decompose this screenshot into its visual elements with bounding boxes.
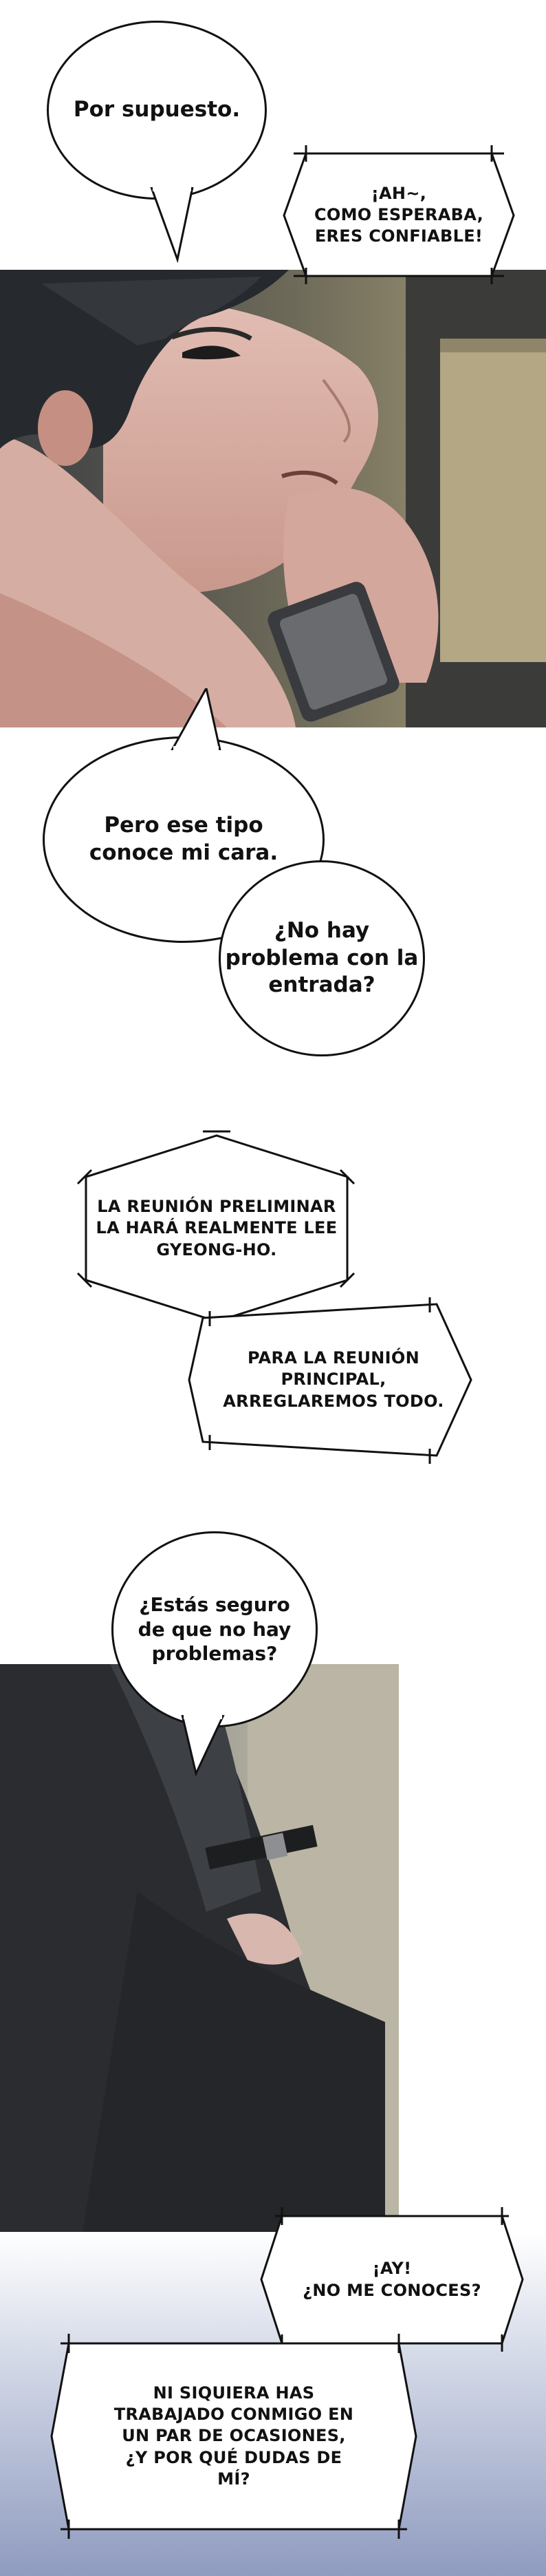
panel-man-on-phone [0,270,546,727]
caption-text: NI SIQUIERA HAS TRABAJADO CONMIGO EN UN … [113,2383,354,2489]
caption-text: ¡AY! ¿NO ME CONOCES? [303,2259,481,2300]
speech-text: ¿No hay problema con la entrada? [225,917,419,998]
caption-frame [50,2334,417,2539]
caption-frame [76,1130,356,1323]
caption-text: LA REUNIÓN PRELIMINAR LA HARÁ REALMENTE … [96,1197,338,1259]
speech-bubble-tail [181,1715,225,1777]
caption-text: ¡AH~, COMO ESPERABA, ERES CONFIABLE! [314,183,483,246]
panel-man-in-suit [0,1664,546,2232]
speech-text: ¿Estás seguro de que no hay problemas? [138,1593,292,1665]
speech-text: Por supuesto. [73,97,241,123]
caption-box-reunion-principal: PARA LA REUNIÓN PRINCIPAL, ARREGLAREMOS … [182,1277,492,1483]
speech-bubble-tail [150,187,194,263]
panel-1-artwork [0,270,546,727]
caption-text: PARA LA REUNIÓN PRINCIPAL, ARREGLAREMOS … [223,1348,444,1411]
caption-frame [188,1297,472,1464]
caption-box-ay: ¡AY! ¿NO ME CONOCES? [254,2199,529,2361]
caption-frame [283,145,515,284]
caption-box-ah: ¡AH~, COMO ESPERABA, ERES CONFIABLE! [272,141,526,289]
speech-bubble-estas-seguro: ¿Estás seguro de que no hay problemas? [111,1531,318,1727]
speech-bubble-no-hay-problema: ¿No hay problema con la entrada? [219,860,425,1056]
speech-bubble-tail [171,688,221,750]
speech-text: Pero ese tipo conoce mi cara. [89,813,279,865]
caption-box-reunion-preliminar: LA REUNIÓN PRELIMINAR LA HARÁ REALMENTE … [65,1122,368,1335]
panel-2-artwork [0,1664,399,2232]
speech-bubble-por-supuesto: Por supuesto. [47,21,267,200]
caption-box-ni-siquiera: NI SIQUIERA HAS TRABAJADO CONMIGO EN UN … [41,2323,426,2550]
caption-frame [260,2207,524,2352]
